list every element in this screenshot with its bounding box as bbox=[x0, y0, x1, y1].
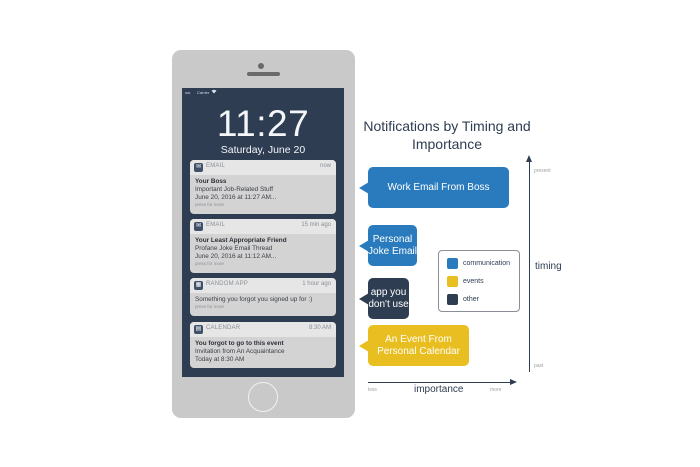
mail-icon: ✉ bbox=[194, 222, 203, 231]
legend-label: other bbox=[463, 295, 479, 303]
legend-swatch bbox=[447, 293, 458, 305]
notification-joke-email[interactable]: ✉ EMAIL 15 min ago Your Least Appropriat… bbox=[190, 219, 336, 273]
legend: communication events other bbox=[438, 250, 520, 312]
notification-timestamp: June 20, 2016 at 11:27 AM... bbox=[195, 194, 277, 201]
callout-unused-app: app you don't use bbox=[359, 278, 409, 319]
notification-time: now bbox=[319, 163, 331, 169]
x-axis-low-label: less bbox=[368, 387, 377, 393]
notification-header: ✉ EMAIL now bbox=[190, 160, 336, 175]
home-button[interactable] bbox=[248, 382, 278, 412]
callout-calendar-event: An Event From Personal Calendar bbox=[359, 325, 469, 366]
signal-strength: ••••• bbox=[185, 90, 191, 95]
lock-time: 11:27 bbox=[216, 103, 310, 144]
notification-subject: Profane Joke Email Thread bbox=[195, 245, 273, 252]
mail-icon: ✉ bbox=[194, 163, 203, 172]
notification-work-email[interactable]: ✉ EMAIL now Your Boss Important Job-Rela… bbox=[190, 160, 336, 214]
notification-press-hint: press for more bbox=[195, 202, 225, 207]
legend-item-communication: communication bbox=[447, 257, 510, 269]
x-axis-line bbox=[368, 382, 510, 383]
legend-label: communication bbox=[463, 259, 511, 267]
notification-app-name: CALENDAR bbox=[206, 325, 241, 331]
notification-subject: Important Job-Related Stuff bbox=[195, 186, 274, 193]
front-camera bbox=[258, 63, 264, 69]
notification-header: ✉ EMAIL 15 min ago bbox=[190, 219, 336, 234]
legend-swatch bbox=[447, 275, 458, 287]
notification-press-hint: press for more bbox=[195, 261, 225, 266]
legend-item-other: other bbox=[447, 293, 479, 305]
callout-work-email: Work Email From Boss bbox=[359, 167, 509, 208]
notification-header: ▤ CALENDAR 8:30 AM bbox=[190, 322, 336, 337]
notification-app-name: EMAIL bbox=[206, 222, 226, 228]
legend-item-events: events bbox=[447, 275, 484, 287]
notification-time: 8:30 AM bbox=[308, 325, 331, 331]
notification-press-hint: press for more bbox=[195, 304, 225, 309]
notification-timestamp: Today at 8:30 AM bbox=[195, 356, 245, 363]
app-grid-icon: ▦ bbox=[194, 281, 203, 290]
notification-time: 1 hour ago bbox=[302, 281, 331, 287]
notification-app-name: EMAIL bbox=[206, 163, 226, 169]
x-axis-arrowhead bbox=[510, 379, 517, 385]
lock-date: Saturday, June 20 bbox=[220, 144, 306, 156]
notification-sender: Your Least Appropriate Friend bbox=[195, 237, 287, 244]
phone-illustration: ••••• Carrier 11:27 Saturday, June 20 ✉ … bbox=[172, 50, 355, 418]
y-axis-line bbox=[529, 160, 530, 372]
carrier-name: Carrier bbox=[197, 90, 210, 95]
y-axis-label: timing bbox=[535, 261, 562, 272]
earpiece-speaker bbox=[247, 72, 280, 76]
diagram-title: Notifications by Timing and Importance bbox=[363, 118, 531, 152]
lock-screen: ••••• Carrier 11:27 Saturday, June 20 ✉ … bbox=[182, 88, 344, 377]
notification-time: 15 min ago bbox=[301, 222, 331, 228]
y-axis-arrowhead bbox=[526, 155, 532, 162]
notification-header: ▦ RANDOM APP 1 hour ago bbox=[190, 278, 336, 293]
y-axis-low-label: past bbox=[534, 363, 544, 369]
notification-event-title: You forgot to go to this event bbox=[195, 340, 284, 347]
notification-app-name: RANDOM APP bbox=[206, 281, 249, 287]
notification-sender: Your Boss bbox=[195, 178, 227, 185]
x-axis-label: importance bbox=[414, 384, 464, 395]
notification-random-app[interactable]: ▦ RANDOM APP 1 hour ago Something you fo… bbox=[190, 278, 336, 316]
notification-invite: Invitation from An Acquaintance bbox=[195, 348, 285, 355]
x-axis-high-label: more bbox=[490, 387, 502, 393]
y-axis-high-label: present bbox=[534, 168, 551, 174]
callout-personal-joke-email: Personal Joke Email bbox=[359, 225, 417, 266]
notification-calendar[interactable]: ▤ CALENDAR 8:30 AM You forgot to go to t… bbox=[190, 322, 336, 368]
status-bar: ••••• Carrier bbox=[185, 89, 341, 95]
calendar-icon: ▤ bbox=[194, 325, 203, 334]
notification-timestamp: June 20, 2016 at 11:12 AM... bbox=[195, 253, 277, 260]
wifi-icon bbox=[211, 89, 217, 96]
notification-message: Something you forgot you signed up for :… bbox=[195, 296, 313, 303]
legend-swatch bbox=[447, 257, 458, 269]
legend-label: events bbox=[463, 277, 484, 285]
